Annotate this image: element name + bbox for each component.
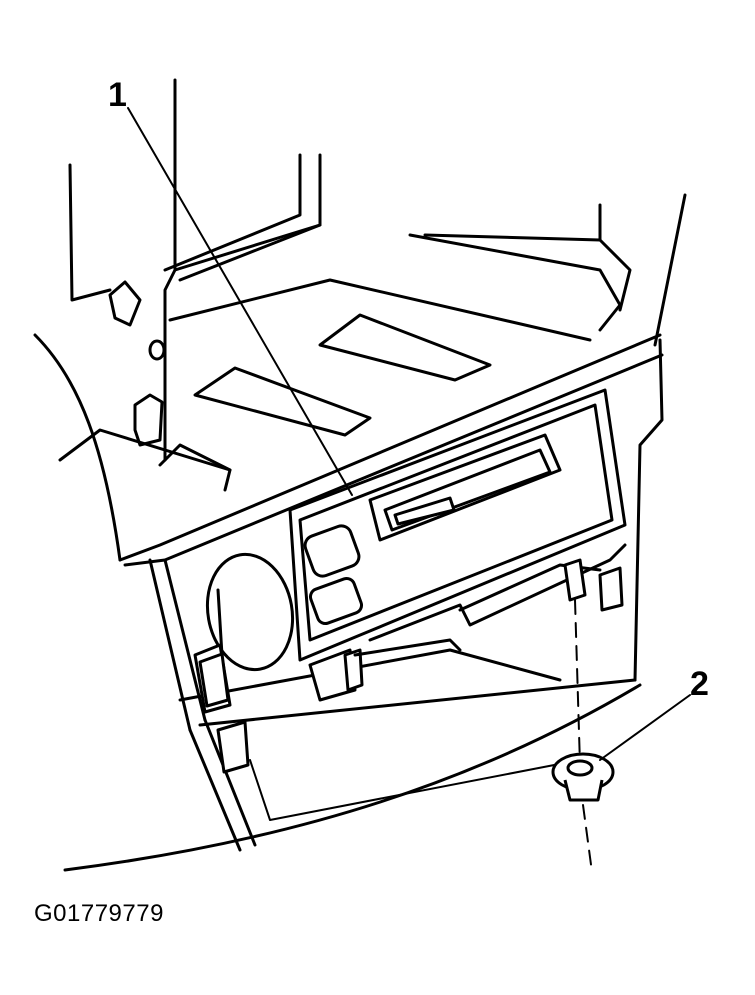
panel-buttons xyxy=(193,566,624,774)
dash-front-panel xyxy=(63,333,664,872)
right-outer-edge xyxy=(633,193,687,682)
dash-support-structure xyxy=(68,78,322,462)
push-pin-retainer xyxy=(551,752,615,802)
lower-bracket xyxy=(308,558,587,702)
callout-2-label: 2 xyxy=(690,665,709,703)
round-vent xyxy=(205,552,295,672)
upper-tray xyxy=(168,203,632,437)
figure-id: G01779779 xyxy=(34,900,164,927)
left-panel-edge xyxy=(33,333,232,562)
control-module xyxy=(288,388,627,662)
callout-2-leader xyxy=(599,694,691,761)
callout-1-leader xyxy=(127,107,353,496)
callout-2: 2 xyxy=(551,599,709,873)
callout-1-label: 1 xyxy=(108,76,127,114)
install-path-dashed-line xyxy=(574,599,581,766)
install-path-dashed-line-lower xyxy=(582,804,593,873)
callout-1: 1 xyxy=(108,76,353,496)
